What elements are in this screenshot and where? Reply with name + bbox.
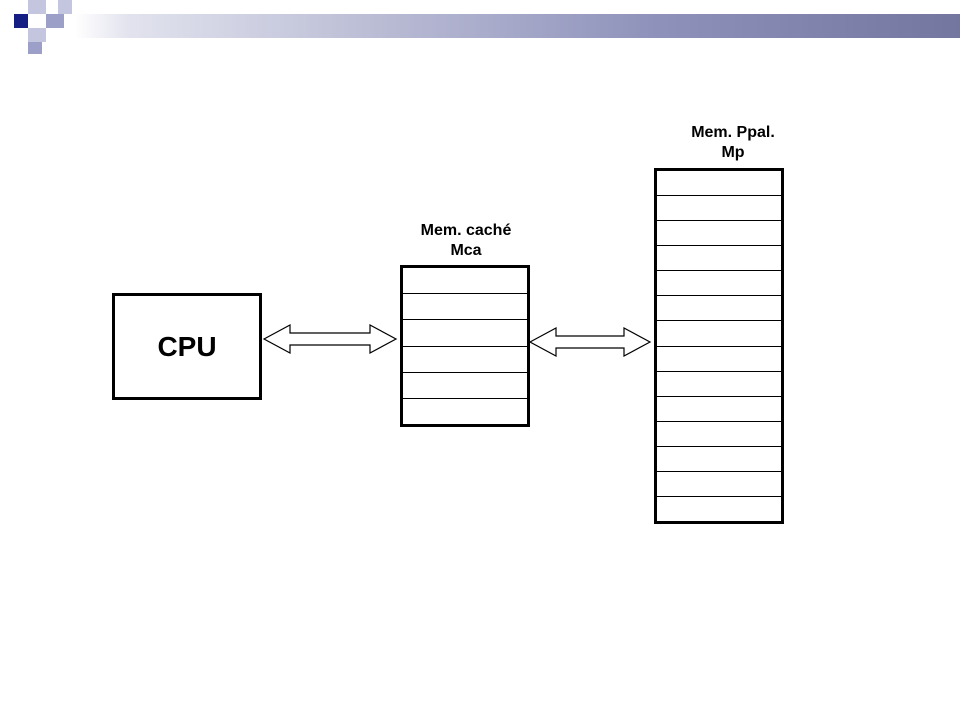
main-memory-slot (657, 397, 781, 422)
main-memory-slot (657, 447, 781, 472)
main-memory-slot (657, 497, 781, 521)
main-memory-slot (657, 246, 781, 272)
cache-memory-slot (403, 268, 527, 295)
main-memory-slot (657, 221, 781, 247)
slide-header-bar (75, 14, 960, 38)
cache-main-arrow (528, 326, 652, 358)
logo-square-light (58, 0, 72, 14)
cpu-box: CPU (112, 293, 262, 400)
main-memory-label: Mem. Ppal. Mp (648, 123, 818, 163)
cache-memory-label-line2: Mca (450, 242, 482, 259)
main-memory-slot (657, 296, 781, 322)
main-memory-slot (657, 347, 781, 372)
cache-memory-label: Mem. caché Mca (396, 221, 536, 261)
logo-square-light (28, 0, 46, 14)
main-memory-label-line2: Mp (721, 144, 745, 161)
cache-memory-slot (403, 320, 527, 347)
cache-memory-label-line1: Mem. caché (420, 222, 512, 239)
logo-square-light (28, 28, 46, 42)
cpu-label: CPU (157, 330, 217, 362)
main-memory-slot (657, 472, 781, 498)
main-memory-slot (657, 271, 781, 297)
cache-memory-slot (403, 347, 527, 373)
main-memory-slot (657, 422, 781, 447)
cpu-cache-arrow (262, 323, 398, 355)
logo-square-mid (46, 14, 64, 28)
main-memory-label-line1: Mem. Ppal. (691, 124, 775, 141)
logo-square-dark (14, 14, 28, 28)
logo-square-mid (28, 42, 42, 54)
main-memory-slot (657, 171, 781, 197)
main-memory-slot (657, 321, 781, 347)
main-memory-slot (657, 372, 781, 397)
cache-memory-slot (403, 294, 527, 321)
main-memory-box (654, 168, 784, 524)
cache-memory-slot (403, 373, 527, 399)
cache-memory-slot (403, 399, 527, 424)
main-memory-slot (657, 196, 781, 222)
cache-memory-box (400, 265, 530, 427)
